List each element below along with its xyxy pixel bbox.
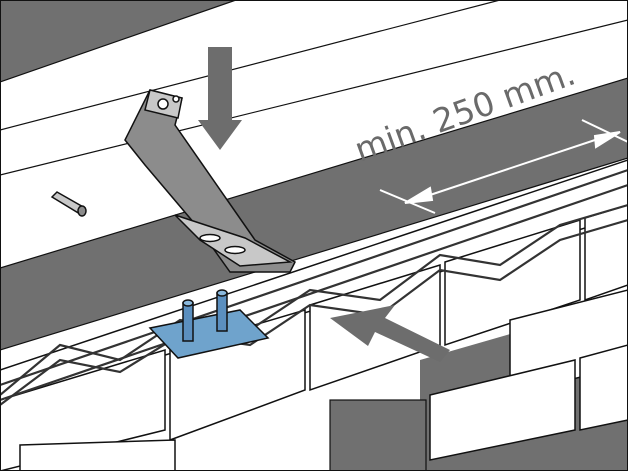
brick	[429, 359, 576, 461]
double-arrow-icon	[379, 119, 628, 214]
upper-beam-dark-band	[0, 0, 237, 83]
fixing-pin	[50, 191, 87, 217]
brick	[19, 439, 176, 471]
brick	[579, 344, 628, 431]
anchor-dowels	[182, 289, 228, 342]
concrete-beam-band	[0, 77, 628, 351]
support-post	[329, 399, 427, 471]
brick	[444, 218, 581, 347]
wall-bracket	[124, 89, 296, 273]
beam-edge-line	[0, 19, 628, 176]
brick-wall	[0, 159, 628, 471]
brick	[584, 204, 628, 302]
dowel	[216, 292, 228, 332]
beam-edge-line	[0, 0, 501, 131]
truss-reinforcement	[0, 168, 628, 406]
dowel	[182, 302, 194, 342]
insert-arrow-icon	[330, 305, 450, 362]
mounting-plate	[148, 309, 270, 359]
down-arrow-icon	[198, 47, 242, 150]
brick	[0, 348, 166, 471]
